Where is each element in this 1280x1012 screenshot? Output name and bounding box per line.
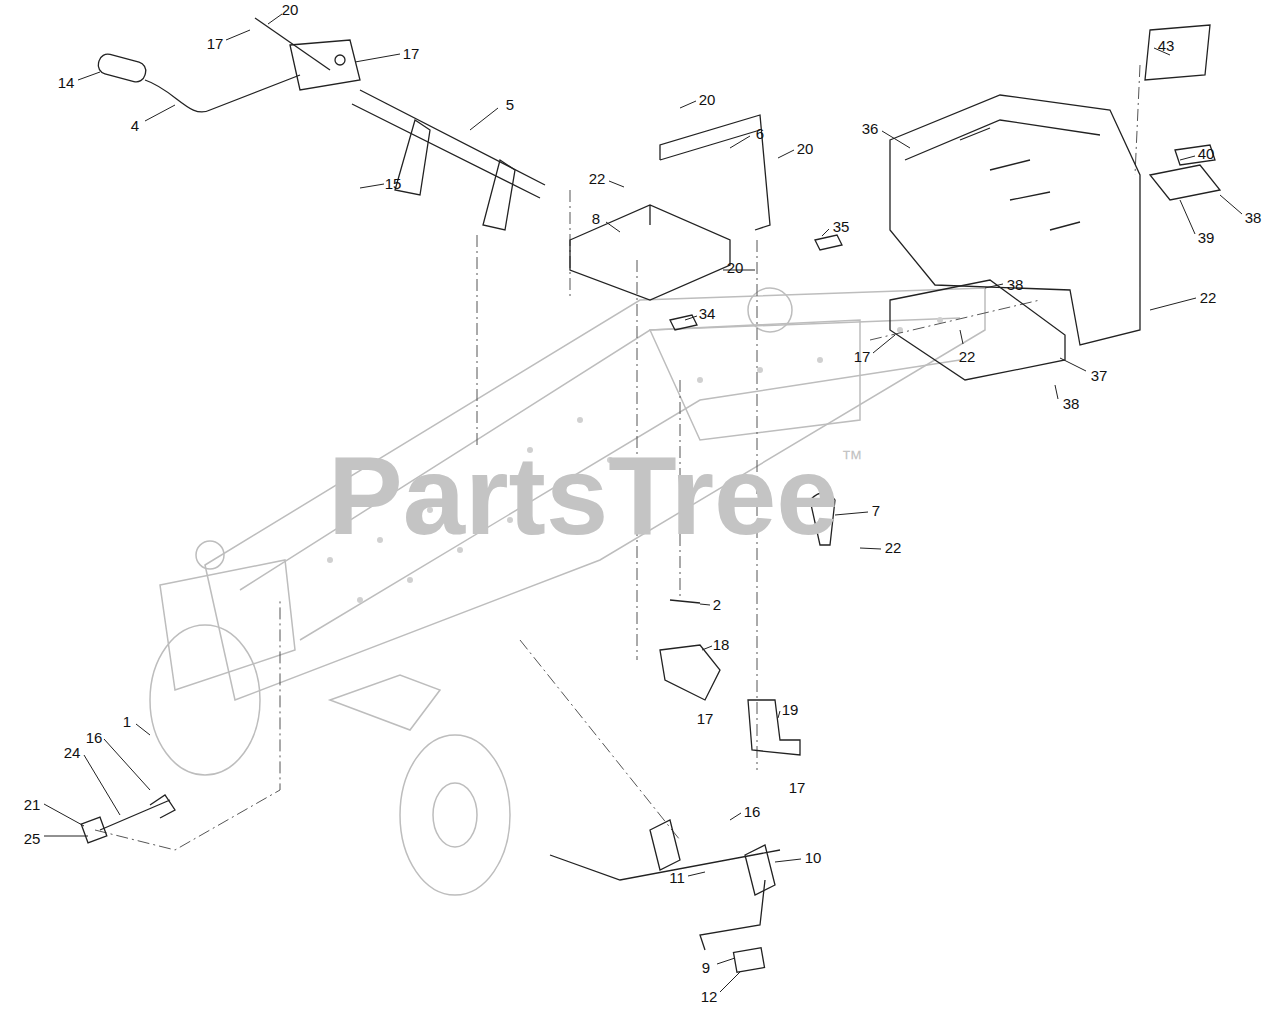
callout-number: 20 — [797, 141, 814, 156]
callout-number: 17 — [854, 349, 871, 364]
callout-number: 20 — [727, 260, 744, 275]
trademark-mark: ™ — [841, 448, 863, 470]
callout-number: 7 — [872, 503, 880, 518]
callout-number: 5 — [506, 97, 514, 112]
callout-number: 38 — [1007, 277, 1024, 292]
callout-number: 39 — [1198, 230, 1215, 245]
callout-number: 11 — [669, 870, 685, 885]
callout-number: 25 — [24, 831, 41, 846]
callout-number: 20 — [699, 92, 716, 107]
callout-number: 15 — [385, 176, 402, 191]
callout-number: 20 — [282, 2, 299, 17]
callout-number: 40 — [1198, 146, 1215, 161]
callout-number: 9 — [702, 960, 710, 975]
callout-number: 18 — [713, 637, 730, 652]
callout-number: 19 — [782, 702, 799, 717]
callout-number: 4 — [131, 118, 139, 133]
callout-number: 17 — [403, 46, 420, 61]
callout-number: 10 — [805, 850, 822, 865]
callout-number: 22 — [589, 171, 606, 186]
callout-number: 16 — [744, 804, 761, 819]
callout-number: 38 — [1245, 210, 1262, 225]
callout-number: 21 — [24, 797, 41, 812]
callout-number: 24 — [64, 745, 81, 760]
watermark: PartsTree — [328, 440, 839, 552]
callout-number: 37 — [1091, 368, 1108, 383]
callout-number: 43 — [1158, 38, 1175, 53]
callout-number: 17 — [697, 711, 714, 726]
callout-number: 17 — [207, 36, 224, 51]
callout-number: 22 — [885, 540, 902, 555]
callout-number: 6 — [756, 126, 764, 141]
callout-number: 14 — [58, 75, 75, 90]
callout-number: 38 — [1063, 396, 1080, 411]
callout-number: 22 — [1200, 290, 1217, 305]
callout-number: 12 — [701, 989, 718, 1004]
callout-number: 36 — [862, 121, 879, 136]
callout-number: 34 — [699, 306, 716, 321]
callout-number: 17 — [789, 780, 806, 795]
callout-number: 35 — [833, 219, 850, 234]
callout-number: 2 — [713, 597, 721, 612]
callout-number: 1 — [123, 714, 131, 729]
callout-number: 22 — [959, 349, 976, 364]
callout-number: 16 — [86, 730, 103, 745]
callout-number: 8 — [592, 211, 600, 226]
